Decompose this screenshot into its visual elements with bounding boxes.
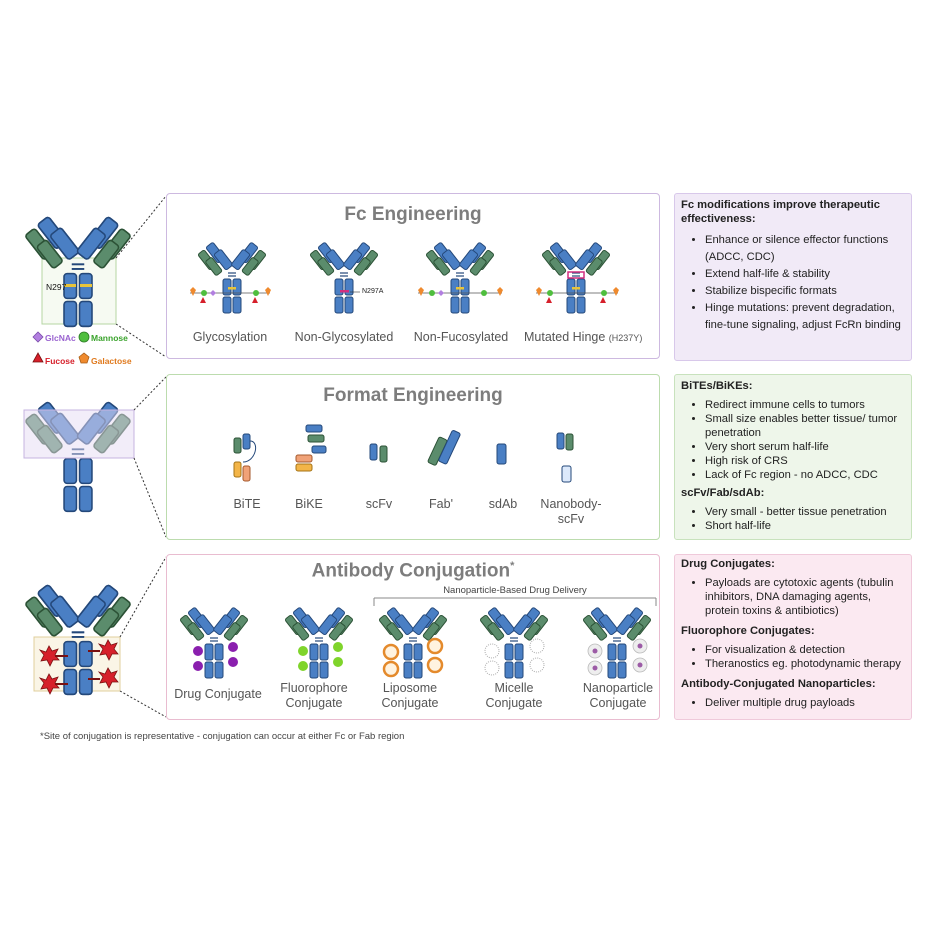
galactose-legend-label: Galactose: [91, 356, 132, 366]
conj-item-drug: Drug Conjugate: [174, 687, 262, 701]
glcnac-legend-label: GlcNAc: [45, 333, 76, 343]
fmt-bullet: Very small - better tissue penetration: [705, 505, 905, 519]
fmt-bullet: Lack of Fc region - no ADCC, CDC: [705, 468, 905, 482]
nanobody-line1: Nanobody-: [540, 497, 602, 511]
fc-item-non-glycosylated: Non-Glycosylated: [294, 330, 394, 344]
format-item-fab: Fab': [429, 497, 453, 511]
fmt-bullet: Short half-life: [705, 519, 905, 533]
fc-panel-title: Fc Engineering: [344, 204, 482, 225]
nano-conj-heading: Antibody-Conjugated Nanoparticles:: [681, 678, 876, 690]
fmt-bullet: High risk of CRS: [705, 454, 905, 468]
fc-bullet: Enhance or silence effector functions (A…: [705, 232, 905, 266]
bites-heading: BiTEs/BiKEs:: [681, 380, 753, 392]
conj-title-asterisk: *: [510, 560, 515, 572]
conj-bullet: Deliver multiple drug payloads: [705, 696, 905, 710]
fmt-bullet: Redirect immune cells to tumors: [705, 398, 905, 412]
fmt-bullet: Very short serum half-life: [705, 440, 905, 454]
format-item-nanobody-scfv: Nanobody- scFv: [536, 497, 606, 527]
conj-side-panel: Drug Conjugates: Payloads are cytotoxic …: [674, 554, 912, 720]
format-item-bite: BiTE: [233, 497, 261, 511]
fc-side-panel: Fc modifications improve therapeutic eff…: [674, 193, 912, 361]
footnote: *Site of conjugation is representative -…: [40, 731, 405, 742]
fmt-bullet: Small size enables better tissue/ tumor …: [705, 412, 905, 440]
conj-bullet: Payloads are cytotoxic agents (tubulin i…: [705, 576, 905, 618]
nanobody-line2: scFv: [557, 512, 585, 526]
fc-bullet: Stabilize bispecific formats: [705, 283, 905, 300]
conj-bullet: Theranostics eg. photodynamic therapy: [705, 657, 905, 671]
n297-label: N297: [46, 282, 67, 292]
drug-conj-heading: Drug Conjugates:: [681, 558, 775, 570]
fc-item-mutated-hinge: Mutated Hinge (H237Y): [524, 330, 643, 344]
conj-bullet: For visualization & detection: [705, 643, 905, 657]
format-engineering-panel: Format Engineering: [166, 374, 660, 540]
mannose-legend-label: Mannose: [91, 333, 128, 343]
scfv-heading: scFv/Fab/sdAb:: [681, 487, 765, 499]
hinge-mutation-note: (H237Y): [608, 333, 643, 343]
fc-item-glycosylation: Glycosylation: [192, 330, 268, 344]
conj-panel-title: Antibody Conjugation*: [311, 560, 515, 582]
format-panel-title: Format Engineering: [323, 385, 503, 406]
format-side-panel: BiTEs/BiKEs: Redirect immune cells to tu…: [674, 374, 912, 540]
format-item-scfv: scFv: [365, 497, 393, 511]
n297a-label: N297A: [362, 288, 384, 295]
fc-side-heading: Fc modifications improve therapeutic eff…: [681, 199, 880, 225]
antibody-conjugation-panel: Antibody Conjugation*: [166, 554, 660, 720]
nanoparticle-header: Nanoparticle-Based Drug Delivery: [443, 585, 587, 596]
fc-item-non-fucosylated: Non-Fucosylated: [413, 330, 509, 344]
format-item-bike: BiKE: [295, 497, 323, 511]
fluoro-conj-heading: Fluorophore Conjugates:: [681, 625, 815, 637]
fc-engineering-panel: Fc Engineering: [166, 193, 660, 359]
fc-bullet: Hinge mutations: prevent degradation, fi…: [705, 300, 905, 334]
fc-bullet: Extend half-life & stability: [705, 266, 905, 283]
fucose-legend-label: Fucose: [45, 356, 75, 366]
format-item-sdab: sdAb: [488, 497, 518, 511]
